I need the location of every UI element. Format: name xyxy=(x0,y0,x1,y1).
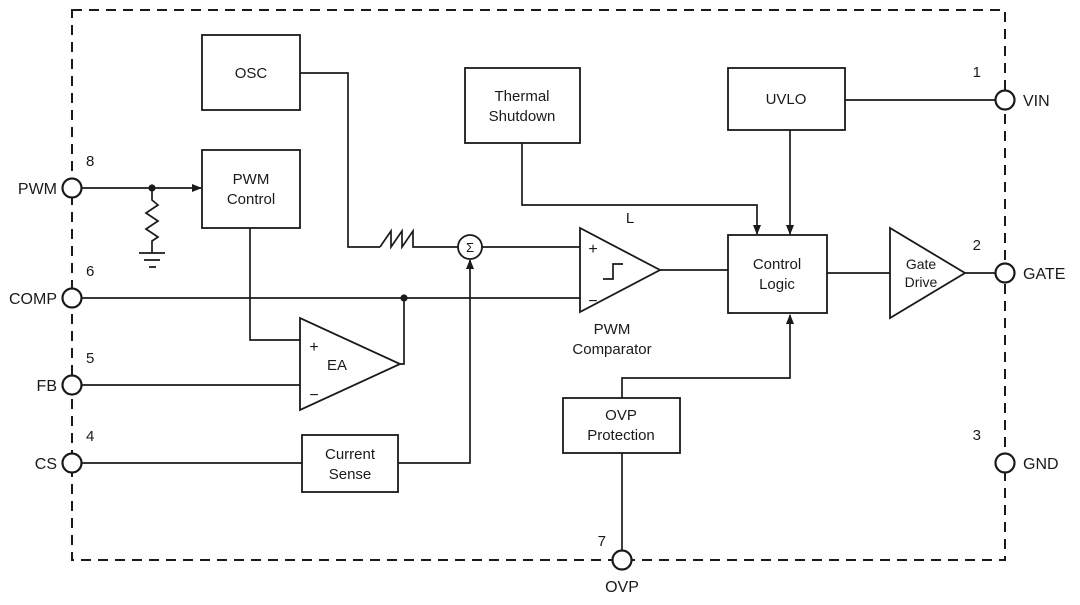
ic-boundary xyxy=(71,9,1006,561)
current-sense-label: Sense xyxy=(329,466,372,483)
pin-ovp xyxy=(611,549,633,571)
wire-ea-output xyxy=(400,298,405,365)
pin-pwm-number: 8 xyxy=(86,153,94,170)
pin-gnd-label: GND xyxy=(1023,456,1059,473)
pin-cs xyxy=(61,452,83,474)
pin-gnd xyxy=(994,452,1016,474)
pwm-comparator-triangle xyxy=(579,226,662,314)
thermal-shutdown-box xyxy=(464,67,581,144)
wire-osc-to-sawtooth xyxy=(300,72,380,248)
gate-drive-label: Gate xyxy=(906,256,937,272)
control-logic-block: Control Logic xyxy=(727,234,828,314)
pin-gate-number: 2 xyxy=(973,237,981,254)
summing-junction-circle xyxy=(457,234,483,260)
resistor-symbol xyxy=(144,188,160,253)
pin-fb-number: 5 xyxy=(86,350,94,367)
pin-comp-label: COMP xyxy=(9,291,57,308)
error-amp-triangle xyxy=(299,316,403,412)
pin-fb xyxy=(61,374,83,396)
pin-vin xyxy=(994,89,1016,111)
bottom-pins: 7 OVP xyxy=(598,533,639,596)
ovp-protection-block: OVP Protection xyxy=(562,397,681,454)
pin-cs-label: CS xyxy=(35,456,57,473)
pin-gate xyxy=(994,262,1016,284)
sigma-label: Σ xyxy=(466,240,474,255)
pwm-control-label: PWM xyxy=(233,171,270,188)
pwm-comparator: + − L PWM Comparator xyxy=(572,210,662,358)
sawtooth-waveform-icon xyxy=(379,228,424,250)
control-logic-label: Control xyxy=(753,256,801,273)
pwm-control-box xyxy=(201,149,301,229)
thermal-shutdown-label: Thermal xyxy=(494,88,549,105)
osc-block: OSC xyxy=(201,34,301,111)
current-sense-label: Current xyxy=(325,446,376,463)
comparator-minus-sign: − xyxy=(588,293,597,310)
thermal-shutdown-block: Thermal Shutdown xyxy=(464,67,581,144)
pin-vin-label: VIN xyxy=(1023,93,1050,110)
ovp-protection-box xyxy=(562,397,681,454)
ovp-protection-label: OVP xyxy=(605,407,637,424)
pin-gate-label: GATE xyxy=(1023,266,1065,283)
comparator-plus-sign: + xyxy=(588,241,597,258)
right-pins: 1 VIN 2 GATE 3 GND xyxy=(973,64,1065,474)
pwm-comparator-caption: Comparator xyxy=(572,341,651,358)
uvlo-label: UVLO xyxy=(766,91,807,108)
pin-pwm xyxy=(61,177,83,199)
pin-comp xyxy=(61,287,83,309)
osc-label: OSC xyxy=(235,65,268,82)
pwm-control-block: PWM Control xyxy=(201,149,301,229)
current-sense-box xyxy=(301,434,399,493)
wire-current-sense-to-sigma xyxy=(398,259,474,464)
control-logic-label: Logic xyxy=(759,276,795,293)
uvlo-block: UVLO xyxy=(727,67,846,131)
gate-drive-triangle xyxy=(889,226,967,320)
pin-vin-number: 1 xyxy=(973,64,981,81)
osc-box xyxy=(201,34,301,111)
ea-label: EA xyxy=(327,357,347,374)
hysteresis-icon xyxy=(603,263,623,280)
pwm-control-label: Control xyxy=(227,191,275,208)
pin-ovp-number: 7 xyxy=(598,533,606,550)
control-logic-box xyxy=(727,234,828,314)
pin-cs-number: 4 xyxy=(86,428,94,445)
ground-symbol xyxy=(139,252,165,268)
pwm-comparator-caption: PWM xyxy=(594,321,631,338)
junction-dot xyxy=(148,184,156,192)
uvlo-box xyxy=(727,67,846,131)
ea-minus-sign: − xyxy=(309,387,318,404)
gate-drive-block: Gate Drive xyxy=(889,226,967,320)
pin-ovp-label: OVP xyxy=(605,579,639,596)
thermal-shutdown-label: Shutdown xyxy=(489,108,556,125)
pin-gnd-number: 3 xyxy=(973,427,981,444)
wire-pwm-control-to-ea xyxy=(249,228,300,341)
pin-fb-label: FB xyxy=(37,378,57,395)
ea-plus-sign: + xyxy=(309,339,318,356)
gate-drive-label: Drive xyxy=(905,274,938,290)
wires xyxy=(81,72,996,551)
comparator-output-label: L xyxy=(626,210,634,227)
wire-ovp-to-control-logic xyxy=(621,314,794,398)
pin-comp-number: 6 xyxy=(86,263,94,280)
summing-junction: Σ xyxy=(457,234,483,260)
pin-pwm-label: PWM xyxy=(18,181,57,198)
ovp-protection-label: Protection xyxy=(587,427,655,444)
wire-thermal-to-control-logic xyxy=(521,143,761,235)
current-sense-block: Current Sense xyxy=(301,434,399,493)
error-amplifier: + EA − xyxy=(299,316,403,412)
junction-dot xyxy=(400,294,408,302)
left-pins: 8 PWM 6 COMP 5 FB 4 CS xyxy=(9,153,94,474)
